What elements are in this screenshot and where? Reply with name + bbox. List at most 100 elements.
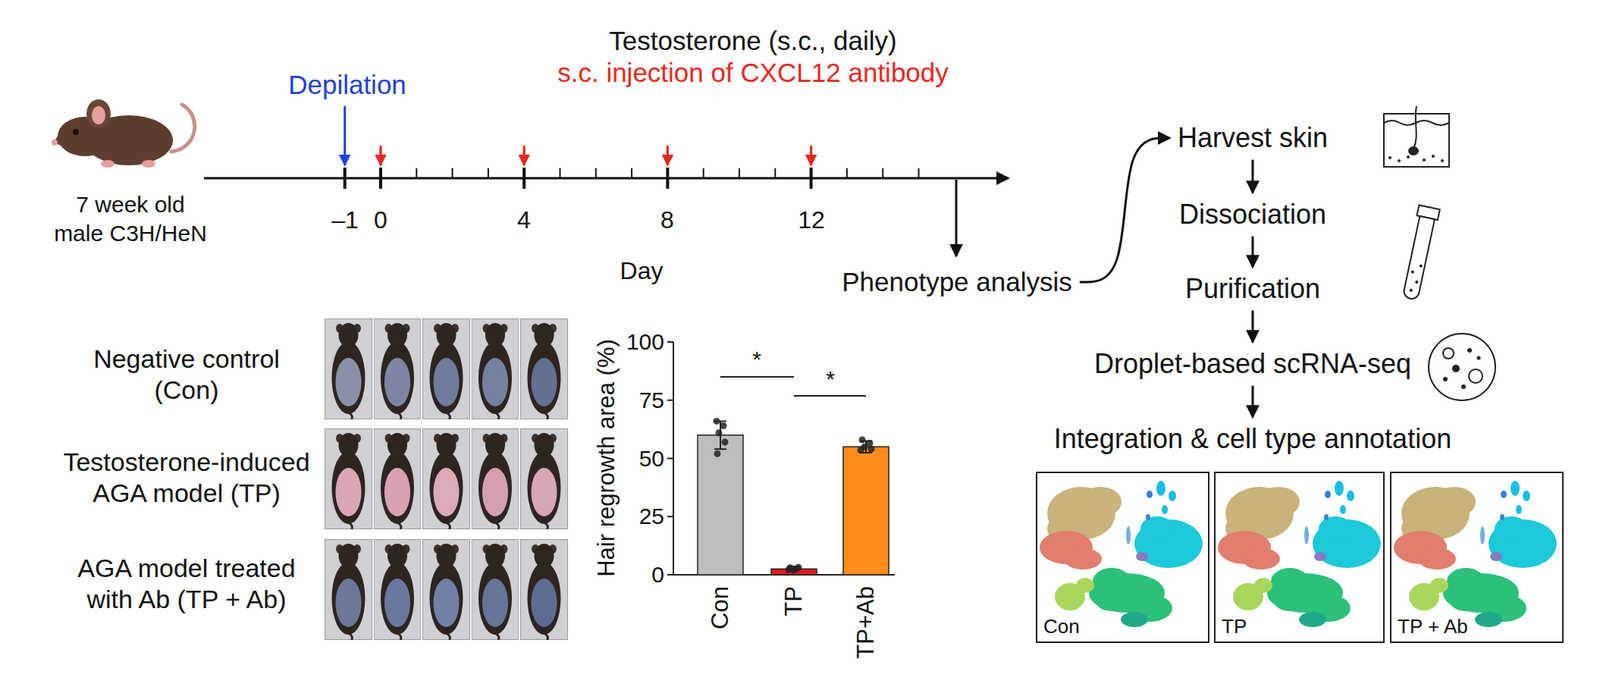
mouse-photo [325, 319, 373, 421]
axis-tick: 25 [639, 502, 665, 531]
axis-tick: 100 [626, 328, 665, 356]
mouse-photo [325, 429, 373, 531]
injection-arrow [523, 148, 526, 166]
mouse-icon [72, 128, 79, 135]
category-label: TP+Ab [851, 586, 880, 659]
mouse-photo [325, 539, 373, 641]
bar-chart [667, 341, 674, 575]
group-label: Testosterone-induced AGA model (TP) [56, 446, 318, 509]
timeline-axis [203, 167, 1009, 189]
mouse-photo [423, 539, 471, 641]
significance-mark: * [752, 345, 762, 374]
mouse-icon [171, 104, 195, 152]
node-text: Dissociation [1179, 197, 1327, 231]
node-text: Phenotype analysis [841, 266, 1073, 299]
droplet-icon [1428, 333, 1496, 401]
mouse-photo [423, 429, 471, 531]
skin-icon [1422, 158, 1426, 162]
bar-chart [673, 341, 895, 575]
umap-plot [1393, 480, 1557, 628]
umap-panel: TP [1214, 471, 1385, 644]
bar-chart [857, 446, 865, 454]
bar-chart [868, 445, 876, 453]
process-step: Purification [1180, 269, 1325, 308]
process-step: Droplet-based scRNA-seq [1089, 345, 1416, 383]
bar-chart [843, 446, 889, 575]
droplet-icon [1443, 348, 1454, 359]
tube-icon [1408, 288, 1413, 292]
umap-plot [1039, 480, 1557, 628]
bar-chart [795, 564, 803, 571]
group-label: Negative control (Con) [82, 343, 292, 406]
mouse-photo [373, 429, 421, 531]
tube-icon [1418, 263, 1423, 268]
injection-arrow [809, 148, 813, 166]
node-text: Droplet-based scRNA-seq [1094, 347, 1412, 380]
bar-chart [721, 439, 729, 446]
mouse-photo [471, 429, 519, 531]
mouse-photo [471, 319, 519, 421]
depilation-arrow [344, 106, 346, 166]
event-label: Depilation [288, 69, 407, 101]
bar-chart [720, 376, 866, 396]
skin-icon [1388, 156, 1392, 160]
treatment-label: Testosterone (s.c., daily) [608, 25, 897, 57]
umap-plot [1217, 480, 1381, 628]
day-tick: 12 [797, 205, 826, 235]
significance-mark: * [825, 365, 835, 393]
mouse-icon [86, 99, 111, 129]
process-step: Harvest skin [1173, 119, 1333, 157]
node-text: Con [1043, 614, 1080, 639]
mouse-photo [471, 539, 519, 641]
axis-tick: 0 [651, 561, 665, 589]
day-tick: 0 [373, 205, 388, 235]
droplet-icon [1461, 384, 1466, 390]
group-label: AGA model treated with Ab (TP + Ab) [69, 552, 305, 615]
tube-icon [1414, 280, 1419, 285]
bar-chart [859, 436, 866, 444]
endpoint-arrow [956, 179, 957, 257]
bar-chart [714, 420, 873, 571]
process-step: Phenotype analysis [837, 263, 1077, 301]
mouse-icon [53, 130, 70, 149]
node-text: TP + Ab [1397, 614, 1469, 639]
injection-arrow [379, 148, 383, 166]
bar-chart [713, 417, 721, 425]
droplet-icon [1428, 333, 1496, 401]
day-tick: 8 [660, 205, 675, 235]
tube-icon [1411, 269, 1415, 274]
injection-arrow [380, 145, 812, 166]
mouse-photo [373, 539, 421, 641]
droplet-icon [1452, 364, 1460, 373]
mouse-photo [373, 319, 421, 421]
bar-chart [714, 450, 722, 458]
category-label: Con [705, 586, 735, 630]
flow-arrow [1251, 236, 1255, 268]
flow-arrow [1251, 310, 1254, 343]
skin-icon [1383, 106, 1450, 167]
bar-chart [715, 429, 723, 437]
process-step: Integration & cell type annotation [1049, 420, 1456, 458]
flow-arrow [1251, 385, 1254, 418]
process-step: Dissociation [1174, 195, 1331, 233]
treatment-label: s.c. injection of CXCL12 antibody [557, 56, 949, 89]
day-tick: –1 [331, 205, 359, 235]
axis-title: Day [620, 256, 664, 286]
node-text: Harvest skin [1177, 121, 1328, 154]
bar-chart [713, 417, 876, 575]
mouse-photo [520, 539, 568, 641]
skin-icon [1413, 106, 1417, 149]
skin-icon [1440, 159, 1444, 163]
mouse-icon [141, 160, 156, 168]
skin-icon [1388, 154, 1444, 163]
umap-panel: Con [1035, 471, 1210, 644]
flow-arrow [1079, 138, 1171, 283]
axis-title: Hair regrowth area (%) [592, 338, 621, 578]
bar-chart [667, 341, 895, 575]
depilation-arrow [343, 106, 346, 166]
node-text: Purification [1185, 272, 1321, 305]
skin-icon [1431, 154, 1435, 158]
mouse-photo [520, 429, 568, 531]
